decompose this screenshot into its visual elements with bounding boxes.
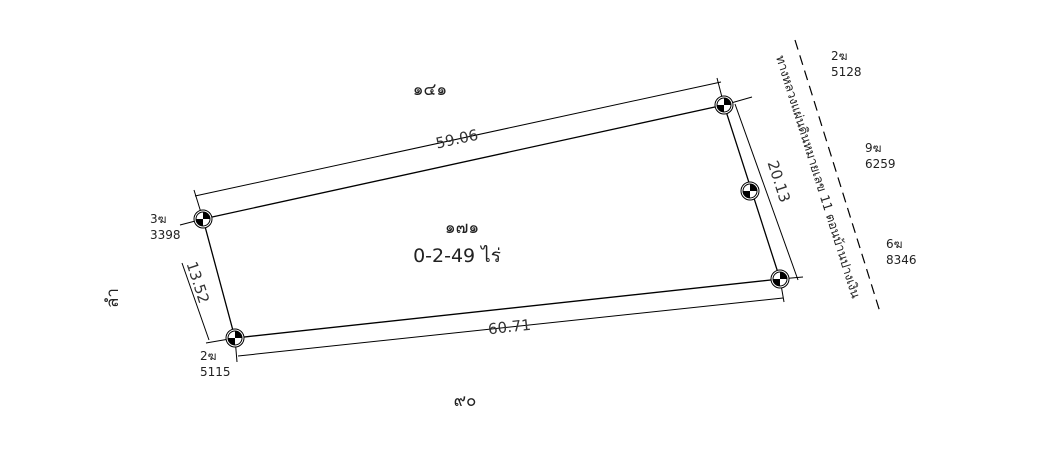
road-boundary-line [794,39,881,313]
right-marker-code-2: 9ฆ [865,141,882,155]
neighbor-parcel-bottom: ๙๐ [454,391,477,411]
neighbor-left-label: ลำ [103,288,123,308]
top-dimension-text: 59.06 [434,126,480,153]
right-marker-number-3: 8346 [886,253,917,267]
boundary-marker-icon [193,209,213,229]
marker-code-top-left: 3ฆ [150,212,167,226]
right-marker-number-1: 5128 [831,65,862,79]
parcel-number: ๑๗๑ [445,218,479,238]
marker-number-top-left: 3398 [150,228,181,242]
right-marker-code-3: 6ฆ [886,237,903,251]
parcel-boundary [202,104,781,339]
neighbor-parcel-top: ๑๔๑ [413,80,447,100]
right-marker-code-1: 2ฆ [831,49,848,63]
bottom-dimension-text: 60.71 [487,316,532,339]
boundary-marker-icon [714,95,734,115]
left-dimension-text: 13.52 [183,259,213,305]
parcel-area: 0-2-49 ไร่ [413,245,501,267]
right-marker-number-2: 6259 [865,157,896,171]
boundary-marker-icon [770,269,790,289]
bottom-dimension-line [237,297,784,357]
right-dimension-line [734,103,799,281]
boundary-marker-icon [740,181,760,201]
top-dimension-line [194,81,722,197]
marker-number-bottom-left: 5115 [200,365,231,379]
boundary-marker-icon [225,328,245,348]
marker-code-bottom-left: 2ฆ [200,349,217,363]
left-dimension-line [181,262,210,341]
